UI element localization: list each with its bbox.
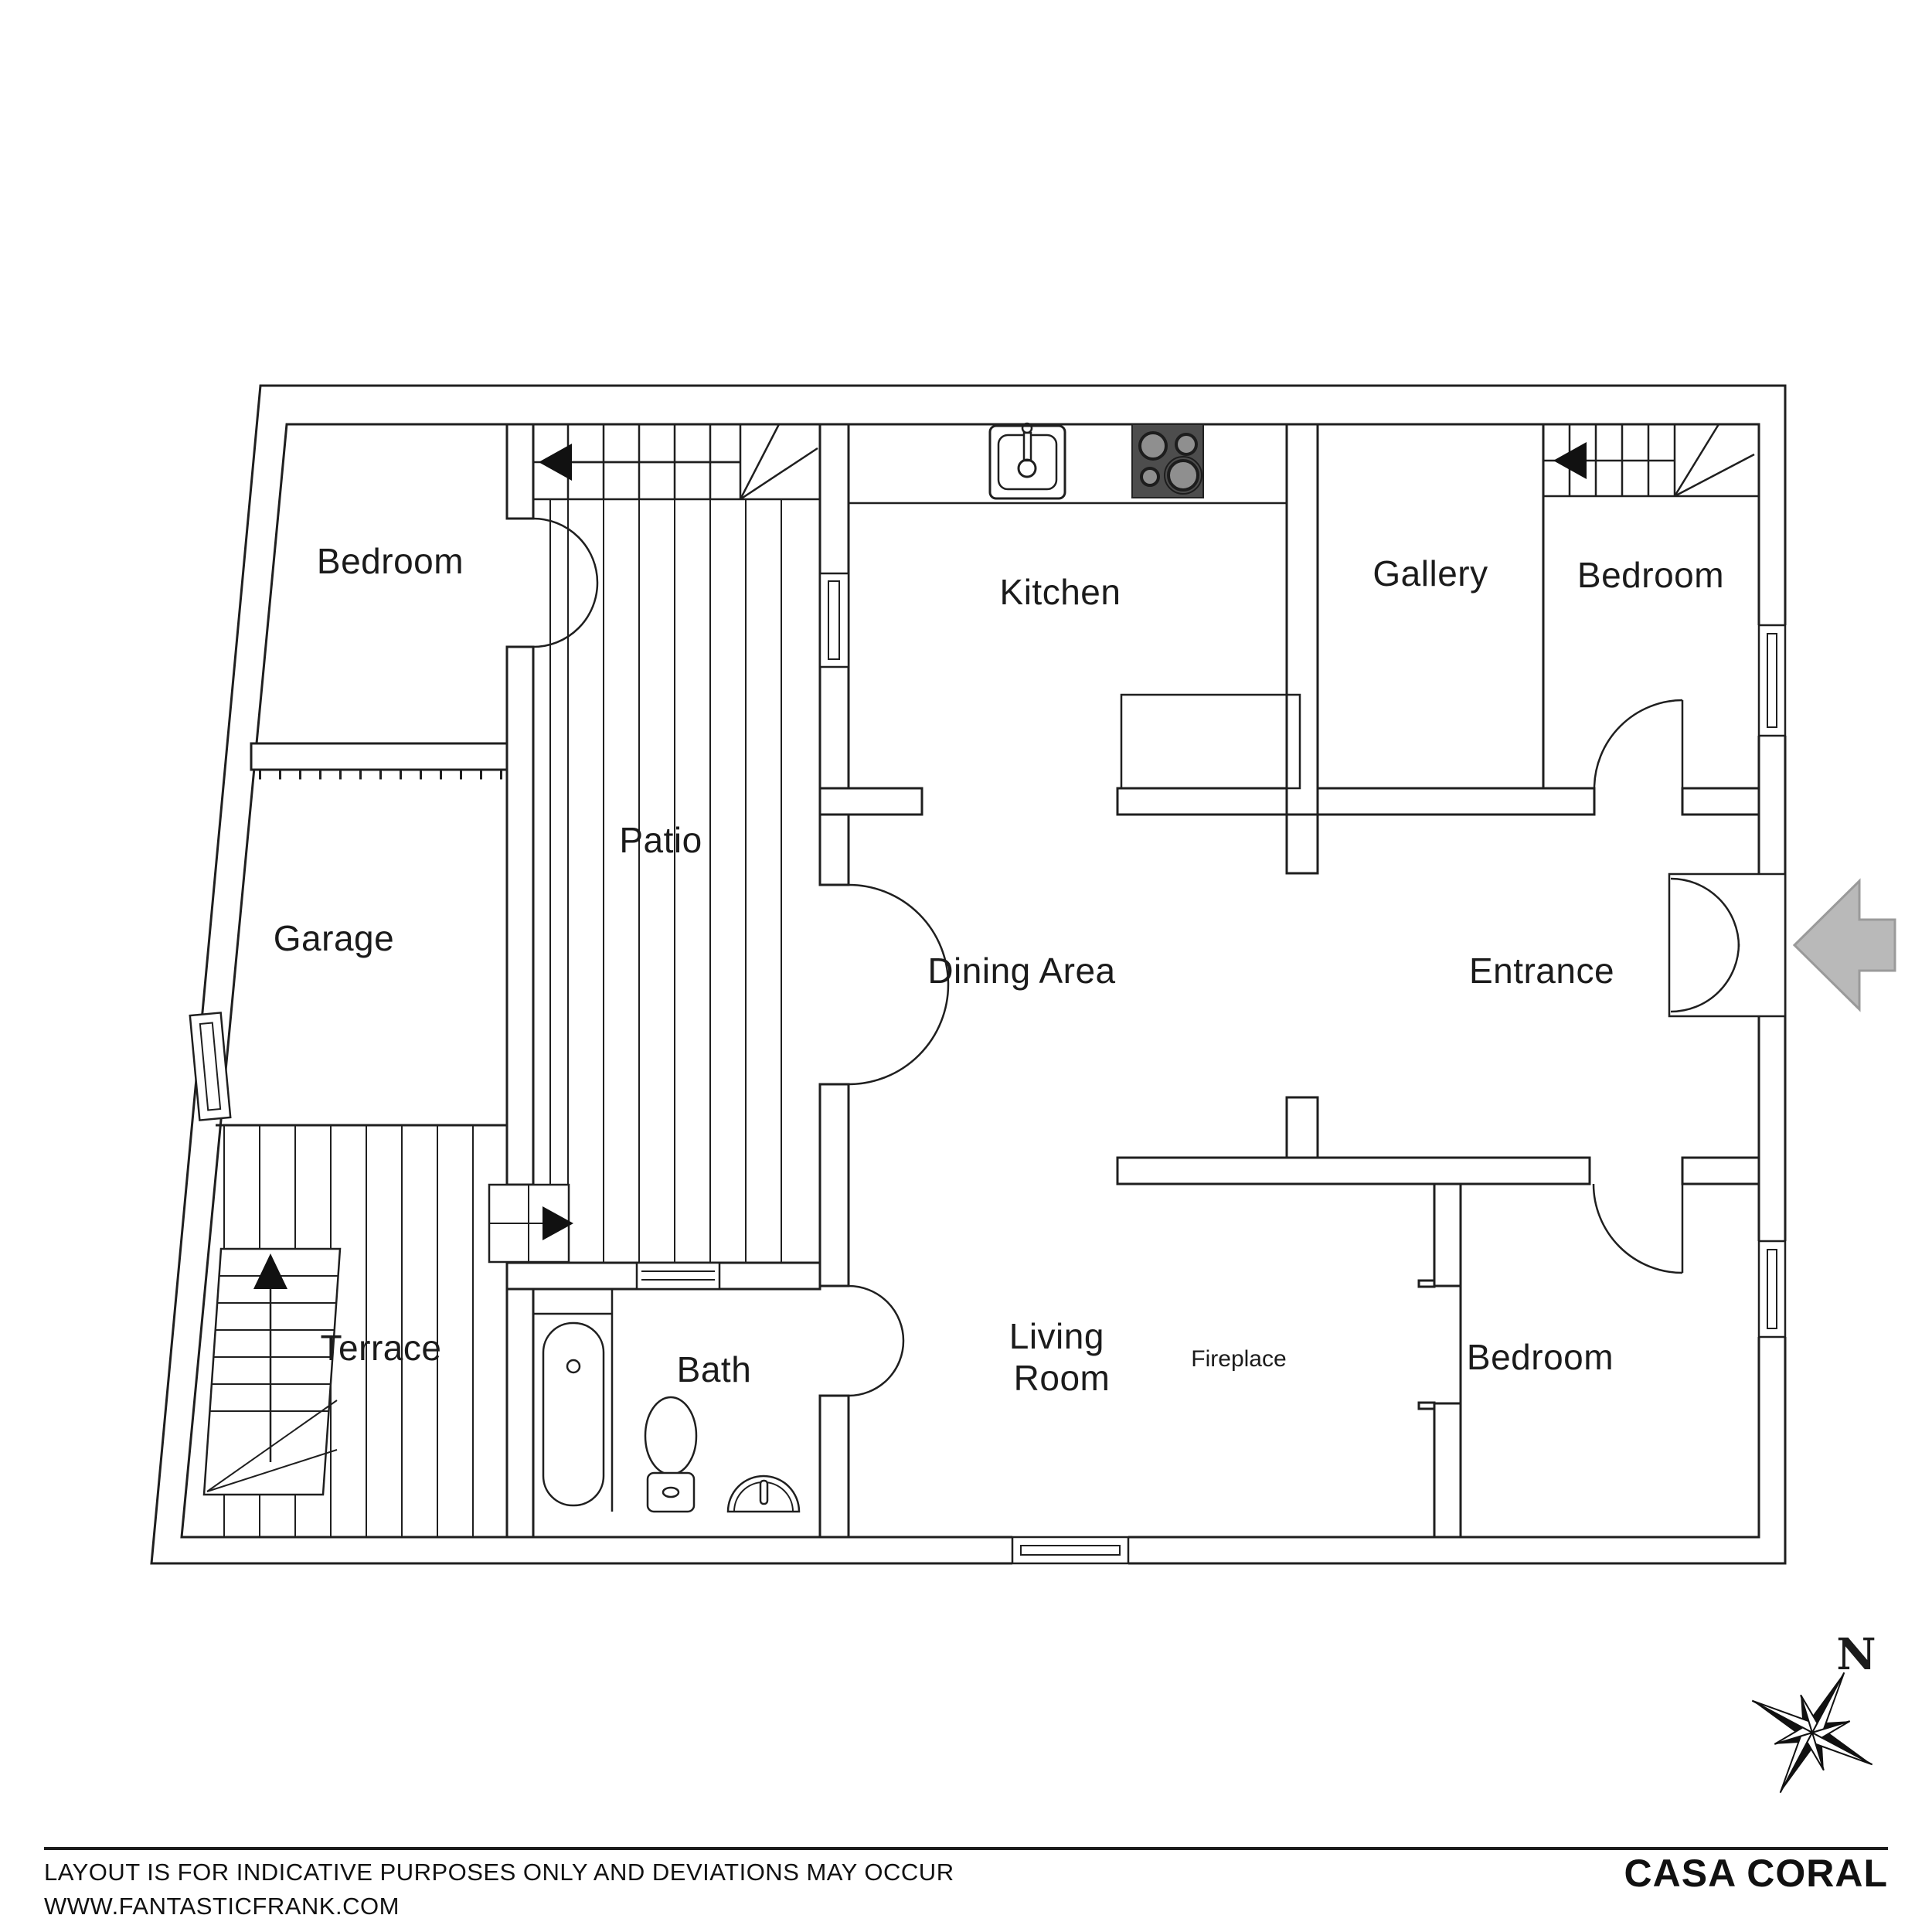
room-label-living: Living Room	[1009, 1316, 1114, 1398]
window-kitchen	[818, 572, 850, 668]
footer: LAYOUT IS FOR INDICATIVE PURPOSES ONLY A…	[44, 1847, 1888, 1920]
window-living-room	[1011, 1532, 1130, 1567]
compass-north-label: N	[1836, 1629, 1876, 1680]
footer-website: WWW.FANTASTICFRANK.COM	[44, 1893, 400, 1920]
room-label-bedroom-tr: Bedroom	[1577, 555, 1724, 595]
bath-fixtures	[533, 1289, 801, 1513]
footer-disclaimer: LAYOUT IS FOR INDICATIVE PURPOSES ONLY A…	[44, 1859, 954, 1886]
entrance-door	[1668, 872, 1787, 1018]
room-label-garage: Garage	[274, 918, 394, 958]
sink-icon	[988, 422, 1066, 500]
patio-stair-direction-arrow	[539, 444, 740, 481]
living-line1: Living	[1009, 1316, 1104, 1356]
room-label-kitchen: Kitchen	[1000, 572, 1121, 612]
room-label-entrance: Entrance	[1469, 951, 1614, 991]
washbasin-icon	[726, 1475, 801, 1513]
room-label-dining: Dining Area	[927, 951, 1115, 991]
step-direction-arrow	[543, 1206, 573, 1240]
patio-deck	[549, 499, 820, 1264]
room-label-gallery: Gallery	[1372, 553, 1488, 594]
entrance-arrow-icon	[1792, 878, 1896, 1012]
window-garage	[189, 1012, 232, 1121]
living-line2: Room	[1014, 1358, 1111, 1398]
room-label-fireplace: Fireplace	[1191, 1346, 1286, 1372]
kitchen-counter	[849, 502, 1301, 790]
windows	[189, 572, 1790, 1567]
window-bedroom-br	[1754, 1240, 1790, 1338]
room-label-bedroom-tl: Bedroom	[317, 541, 464, 581]
bedroom-tr-staircase	[1542, 423, 1760, 498]
compass-rose-icon: N	[1751, 1629, 1876, 1794]
toilet-icon	[644, 1396, 698, 1513]
outer-walls	[150, 384, 1787, 1565]
room-label-bath: Bath	[677, 1349, 752, 1389]
window-bath	[635, 1261, 721, 1291]
stove-icon	[1131, 423, 1204, 498]
room-label-bedroom-br: Bedroom	[1467, 1337, 1614, 1377]
terrace-patio-step	[488, 1183, 573, 1264]
bedroom-tr-stair-arrow	[1553, 442, 1587, 479]
bathtub-icon	[542, 1321, 605, 1507]
doors	[532, 517, 1684, 1397]
room-label-terrace: Terrace	[321, 1328, 442, 1368]
footer-brand: CASA CORAL	[1624, 1852, 1888, 1895]
window-bedroom-tr	[1754, 624, 1790, 737]
terrace-stair-arrow	[253, 1253, 287, 1462]
room-label-patio: Patio	[619, 820, 702, 860]
